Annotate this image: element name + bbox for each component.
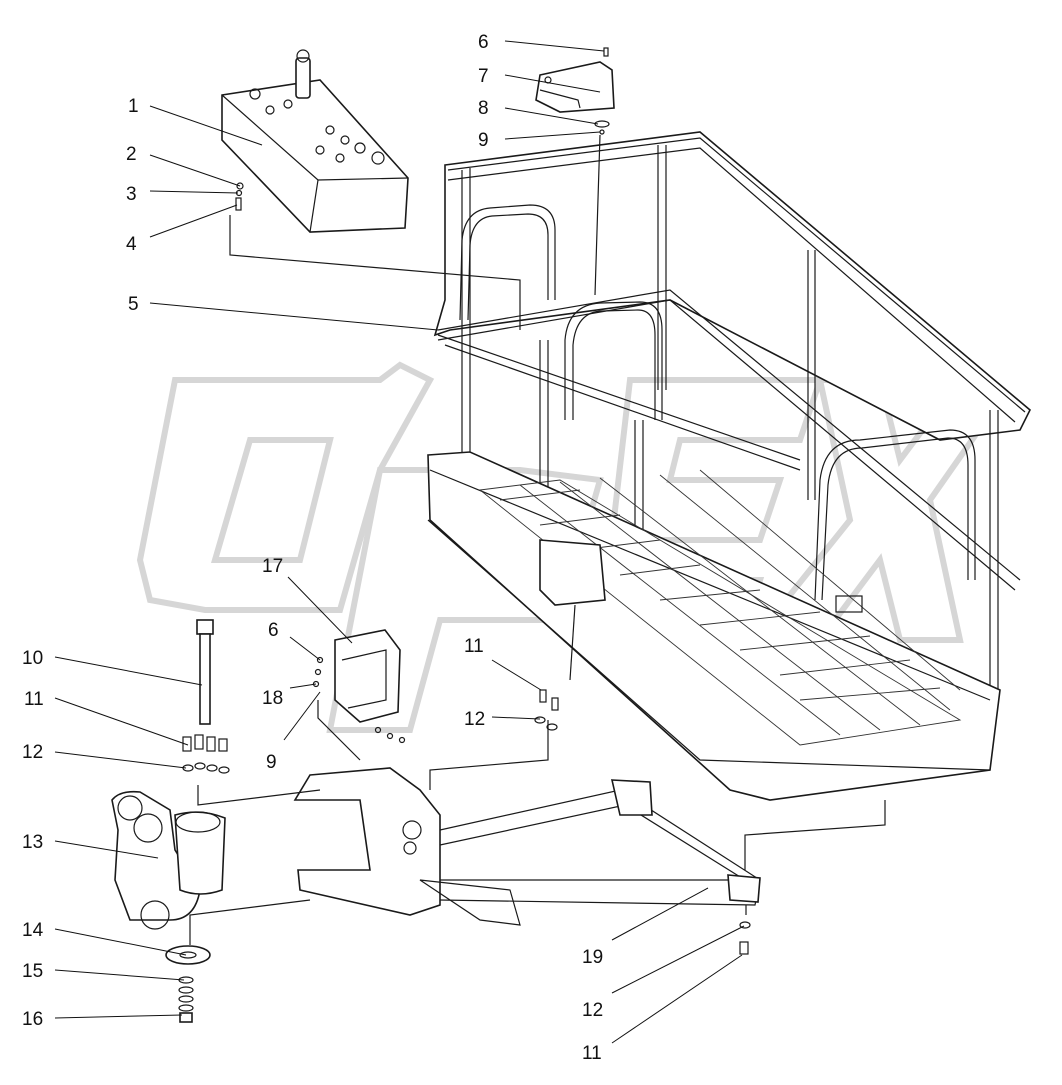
mounting-bracket: [312, 629, 406, 744]
callout-8: 8: [478, 98, 489, 119]
callout-6-mid: 6: [268, 620, 279, 641]
callout-9-top: 9: [478, 130, 489, 151]
callout-5: 5: [128, 294, 139, 315]
callout-7: 7: [478, 66, 489, 87]
callout-17: 17: [262, 556, 283, 577]
support-arm: [293, 767, 761, 926]
platform-basket: [427, 131, 1031, 801]
callout-3: 3: [126, 184, 137, 205]
callout-11-right: 11: [582, 1043, 602, 1064]
leader-lines: [54, 40, 745, 1044]
center-fasteners: [534, 689, 559, 731]
callout-4: 4: [126, 234, 137, 255]
callout-18: 18: [262, 688, 283, 709]
rotator-assembly: [111, 790, 226, 930]
callout-12-left: 12: [22, 742, 43, 763]
callout-12-mid: 12: [464, 709, 485, 730]
callout-12-right: 12: [582, 1000, 603, 1021]
foot-switch: [535, 47, 615, 135]
callout-9-mid: 9: [266, 752, 277, 773]
assembly-guides: [189, 134, 886, 945]
arm-fasteners: [739, 921, 751, 955]
callout-19: 19: [582, 947, 603, 968]
callout-11-mid: 11: [464, 636, 484, 657]
washer-stack: [165, 945, 211, 1023]
box-fasteners: [235, 182, 244, 211]
long-bolt: [196, 619, 214, 725]
callout-11-left: 11: [24, 689, 44, 710]
callout-15: 15: [22, 961, 43, 982]
callout-labels: 1 2 3 4 5 6 7 8 9 10 11 12 13 14 15 16 1…: [22, 32, 603, 1064]
callout-13: 13: [22, 832, 43, 853]
callout-10: 10: [22, 648, 43, 669]
callout-2: 2: [126, 144, 137, 165]
callout-16: 16: [22, 1009, 43, 1030]
mount-bolts: [182, 734, 230, 774]
callout-1: 1: [128, 96, 139, 117]
callout-14: 14: [22, 920, 44, 941]
callout-6-top: 6: [478, 32, 489, 53]
floor-grating: [478, 469, 962, 746]
control-box: [221, 49, 409, 233]
